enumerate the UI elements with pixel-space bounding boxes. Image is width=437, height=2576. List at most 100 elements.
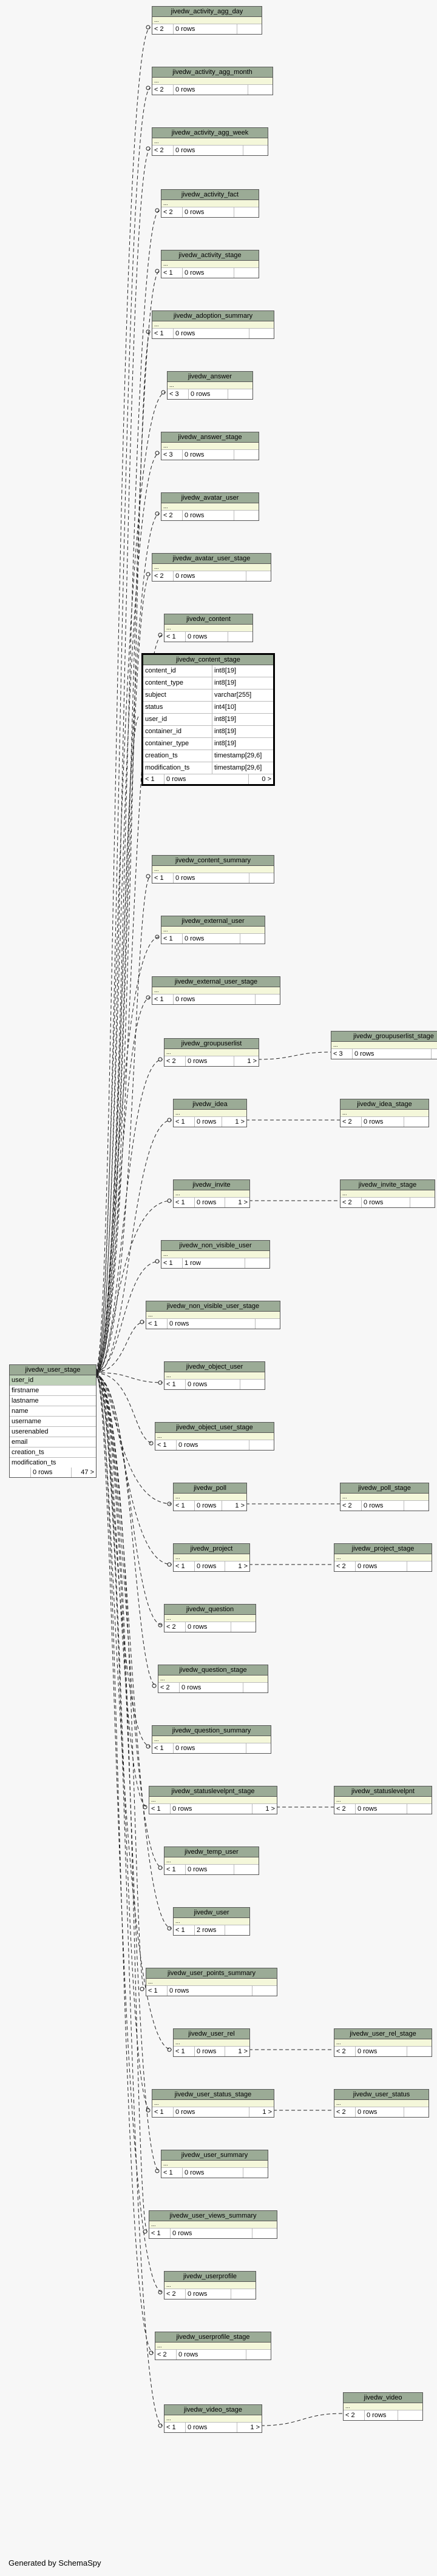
column-ellipsis: ...	[164, 1372, 265, 1380]
relationship-line	[257, 1052, 331, 1060]
parents-count: < 1	[164, 632, 186, 642]
children-count: 0 >	[262, 776, 271, 783]
column-ellipsis: ...	[161, 443, 259, 450]
parents-count: < 2	[340, 1198, 362, 1207]
table-header: jivedw_userprofile	[164, 2272, 256, 2282]
parents-count: < 1	[164, 2423, 186, 2432]
row-count: 0 rows	[174, 873, 249, 883]
table-header: jivedw_non_visible_user	[161, 1241, 269, 1251]
relationship-line	[95, 1374, 145, 1990]
table-header: jivedw_poll_stage	[340, 1483, 429, 1494]
children-count	[234, 511, 259, 520]
table-header: jivedw_idea_stage	[340, 1099, 429, 1110]
parents-count: < 2	[152, 146, 174, 155]
row-count: 0 rows	[171, 2229, 252, 2238]
table-header: jivedw_content_stage	[143, 655, 273, 665]
column-ellipsis: ...	[155, 1433, 274, 1440]
row-count: 0 rows	[177, 1440, 249, 1450]
parents-count: < 3	[161, 450, 183, 460]
children-count	[243, 2168, 268, 2178]
table-header: jivedw_object_user	[164, 1362, 265, 1372]
column-type: int4[10]	[214, 703, 237, 711]
row-count: 0 rows	[183, 2168, 243, 2178]
table-header: jivedw_activity_stage	[161, 250, 259, 261]
relationship-line	[95, 1373, 163, 1868]
column-ellipsis: ...	[340, 1494, 429, 1501]
relationship-end-marker	[167, 1198, 172, 1203]
row-count: 0 rows	[356, 2047, 407, 2056]
column-type: varchar[255]	[214, 691, 252, 699]
row-count: 0 rows	[174, 146, 243, 155]
children-count	[237, 24, 262, 34]
children-count	[246, 1743, 271, 1753]
children-count	[234, 450, 259, 460]
relationship-end-marker	[146, 874, 151, 879]
column-name: name	[12, 1407, 29, 1415]
table-header: jivedw_video	[344, 2393, 422, 2403]
children-count	[240, 934, 265, 944]
row-count: 0 rows	[186, 2289, 231, 2299]
column-row: userenabled	[10, 1427, 96, 1437]
relationship-end-marker	[146, 25, 151, 30]
children-count	[404, 1501, 429, 1511]
column-ellipsis: ...	[146, 1312, 280, 1319]
row-count: 0 rows	[174, 329, 249, 338]
parents-count: < 1	[174, 2047, 195, 2056]
row-count: 1 row	[183, 1258, 245, 1268]
relationship-end-marker	[152, 1683, 157, 1688]
table-footer: 0 rows 47 >	[10, 1467, 96, 1477]
